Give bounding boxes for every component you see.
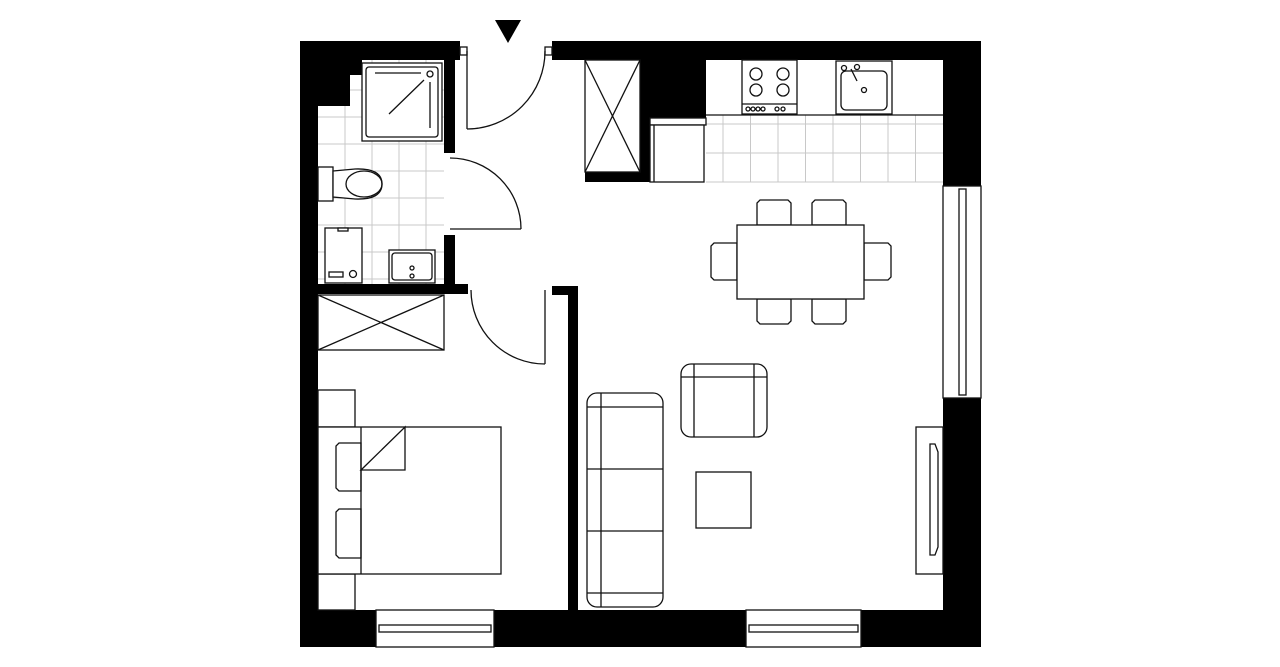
dining-table [710,199,892,325]
window-dining [942,185,982,399]
bathroom-sink [388,249,436,284]
knob-icon [774,106,780,112]
knob-icon [780,106,786,112]
storage-closet [317,294,445,351]
knob-icon [745,106,751,112]
window-living [745,609,862,648]
shower [361,62,443,142]
bed [317,389,502,611]
toilet [317,166,383,202]
burner-icon [749,83,763,97]
tall-cabinet [584,59,641,173]
coffee-table [695,471,752,529]
stove [741,59,798,115]
entrance-door[interactable] [459,46,553,130]
kitchen-tiles [706,115,943,183]
bedroom-door[interactable] [470,289,546,365]
tv-unit [915,426,944,575]
armchair [680,363,768,438]
knob-icon [760,106,766,112]
kitchen-sink [835,60,893,115]
down-triangle-icon [495,20,521,43]
burner-icon [776,83,790,97]
washing-machine [324,227,363,284]
fridge [649,117,707,183]
bathroom-door[interactable] [449,157,522,230]
knob-icon [750,106,756,112]
burner-icon [749,67,763,81]
burner-icon [776,67,790,81]
walls [300,41,981,647]
window-bedroom [375,609,495,648]
sofa [586,392,664,608]
knob-icon [755,106,761,112]
